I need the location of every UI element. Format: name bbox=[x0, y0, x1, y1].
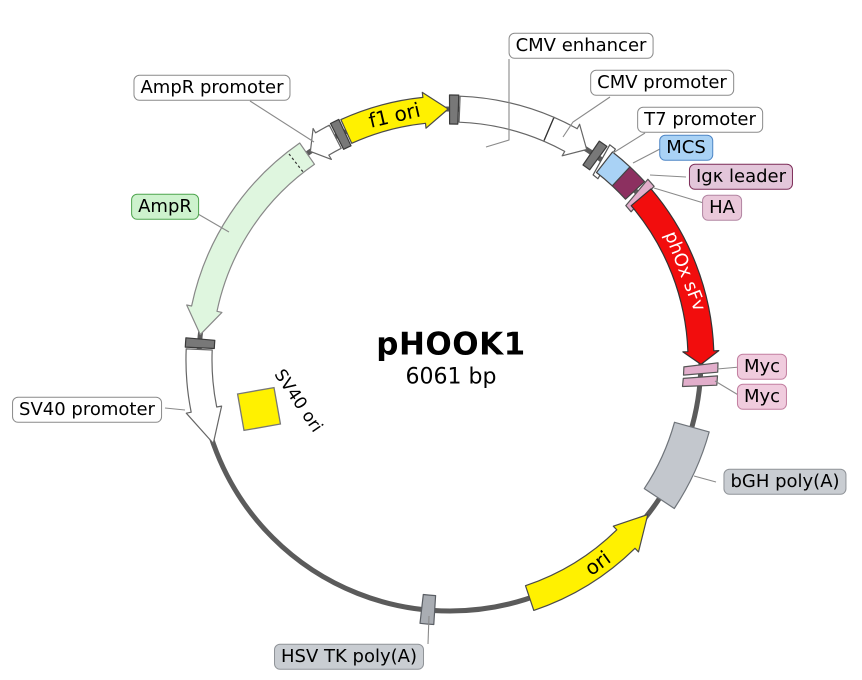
f1-ori-arc-text: f1 ori bbox=[366, 98, 422, 133]
plasmid-size: 6061 bp bbox=[405, 364, 497, 390]
feature-ampr[interactable] bbox=[186, 142, 316, 336]
sv40-ori-square[interactable] bbox=[236, 386, 282, 432]
hsv-tk-polya-label[interactable]: HSV TK poly(A) bbox=[274, 643, 424, 671]
feature-marker-sv40[interactable] bbox=[184, 337, 216, 350]
ampr-promoter-label[interactable]: AmpR promoter bbox=[133, 74, 291, 102]
feature-igk-leader[interactable] bbox=[611, 166, 646, 200]
feature-ori[interactable] bbox=[524, 513, 649, 611]
bgh-polya-label[interactable]: bGH poly(A) bbox=[723, 468, 847, 496]
plasmid-title-block: pHOOK1 6061 bp bbox=[376, 327, 525, 390]
feature-cmv-enhancer[interactable] bbox=[458, 95, 555, 142]
feature-marker-cmv-end[interactable] bbox=[582, 140, 608, 171]
feature-myc-2[interactable] bbox=[681, 375, 719, 388]
ampr-label[interactable]: AmpR bbox=[131, 193, 199, 221]
ampr-promoter-leader bbox=[249, 100, 315, 143]
myc-2-leader bbox=[714, 380, 741, 397]
t7-promoter-leader bbox=[612, 132, 646, 154]
bgh-polya-leader bbox=[693, 475, 717, 483]
feature-cmv-promoter[interactable] bbox=[543, 116, 588, 157]
cmv-enhancer-leader bbox=[485, 59, 510, 148]
feature-myc-1[interactable] bbox=[682, 362, 719, 376]
mcs-label[interactable]: MCS bbox=[659, 134, 713, 162]
ampr-leader bbox=[197, 213, 230, 233]
cmv-promoter-label[interactable]: CMV promoter bbox=[590, 69, 734, 97]
cmv-promoter-leader bbox=[562, 96, 611, 138]
igk-leader-label[interactable]: Igκ leader bbox=[688, 163, 794, 191]
feature-hsv-tk-polya[interactable] bbox=[419, 593, 437, 626]
ampr-signal-divider bbox=[287, 152, 304, 173]
myc-1-leader bbox=[716, 366, 741, 370]
feature-sv40-promoter[interactable] bbox=[185, 348, 223, 444]
ha-leader bbox=[653, 187, 708, 205]
myc-label-1[interactable]: Myc bbox=[736, 353, 788, 381]
myc-label-2[interactable]: Myc bbox=[736, 383, 788, 411]
igk-leader-leader bbox=[649, 174, 687, 178]
feature-bgh-polya[interactable] bbox=[643, 421, 710, 510]
cmv-enhancer-promoter-divider bbox=[543, 118, 555, 141]
feature-ampr-promoter[interactable] bbox=[309, 124, 342, 160]
sv40-ori-text: SV40 ori bbox=[270, 366, 327, 437]
plasmid-name: pHOOK1 bbox=[376, 326, 526, 363]
ha-label[interactable]: HA bbox=[702, 194, 742, 222]
cmv-enhancer-label[interactable]: CMV enhancer bbox=[508, 32, 654, 60]
feature-marker-top[interactable] bbox=[448, 94, 460, 125]
t7-promoter-label[interactable]: T7 promoter bbox=[637, 106, 763, 134]
feature-f1-ori[interactable] bbox=[340, 91, 449, 144]
mcs-leader bbox=[632, 148, 661, 164]
feature-marker-f1[interactable] bbox=[329, 118, 352, 150]
sv40-promoter-leader bbox=[164, 407, 186, 411]
sv40-promoter-label[interactable]: SV40 promoter bbox=[12, 396, 162, 424]
hsv-tk-polya-leader bbox=[427, 615, 430, 645]
